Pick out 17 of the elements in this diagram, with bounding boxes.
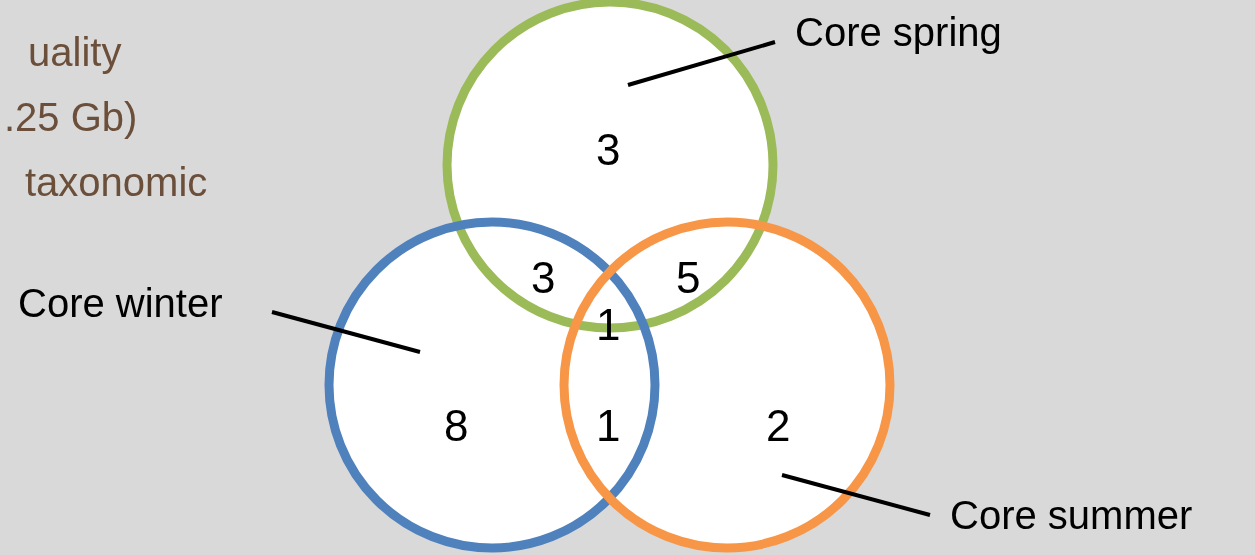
set-label: Core summer [950, 495, 1193, 535]
region-count: 5 [676, 256, 701, 300]
side-note: uality [28, 32, 122, 72]
region-count: 2 [766, 404, 791, 448]
side-note: taxonomic [25, 162, 208, 202]
set-label: Core winter [18, 283, 223, 323]
set-circle [324, 217, 660, 553]
region-count: 1 [596, 404, 621, 448]
region-count: 3 [596, 128, 621, 172]
leader-line [271, 310, 421, 354]
side-note: .25 Gb) [4, 97, 138, 137]
leader-line [781, 473, 931, 517]
region-count: 8 [444, 404, 469, 448]
leader-line [627, 40, 776, 87]
set-label: Core spring [795, 12, 1002, 52]
region-count: 3 [531, 256, 556, 300]
set-circle [559, 217, 895, 553]
